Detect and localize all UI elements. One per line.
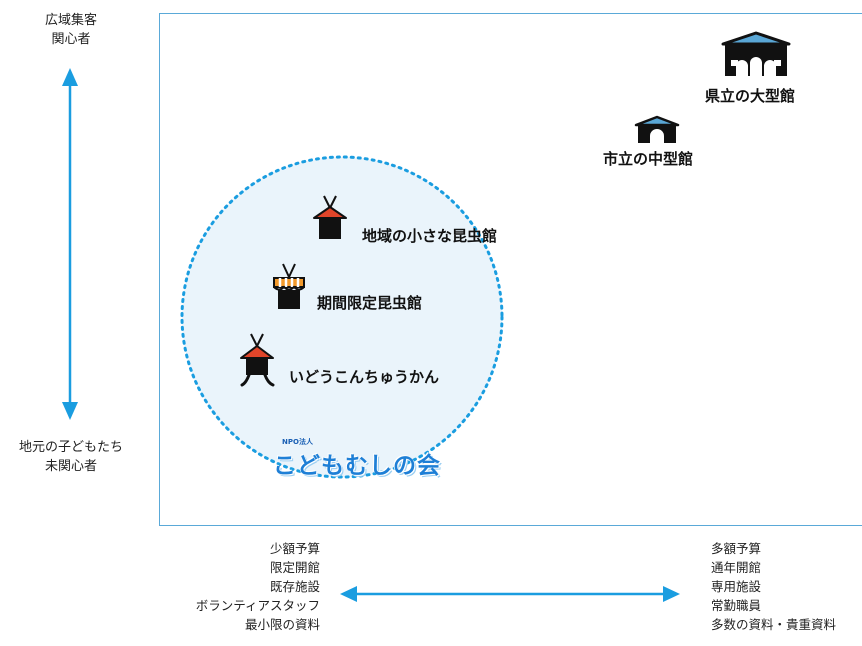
community-region-circle [180,155,504,479]
medium-museum-icon [634,115,680,143]
x-axis-left-item: 最小限の資料 [244,617,320,632]
y-axis-bottom-label: 地元の子どもたち 未関心者 [18,440,123,474]
horizontal-double-arrow [340,586,680,602]
walking-hut-icon [240,333,275,387]
y-axis-top-label: 広域集客 関心者 [44,13,97,47]
x-axis-left-list: 少額予算 限定開館 既存施設 ボランティアスタッフ 最小限の資料 [196,539,320,634]
mobile-museum-label: いどうこんちゅうかん [289,368,440,386]
x-axis-left-item: 限定開館 [269,560,320,575]
x-axis-left-item: 既存施設 [269,579,320,594]
x-axis-right-list: 多額予算 通年開館 専用施設 常勤職員 多数の資料・貴重資料 [711,539,836,634]
tent-icon [273,263,305,309]
local-small-museum-label: 地域の小さな昆虫館 [362,227,498,245]
prefectural-museum-label: 県立の大型館 [705,87,796,105]
x-axis-left-item: 少額予算 [269,541,320,556]
organization-logo: こどもむしの会 [273,453,441,479]
large-museum-icon [721,31,791,76]
limited-museum-label: 期間限定昆虫館 [317,294,423,312]
chart-frame [159,13,862,526]
x-axis-right-item: 多額予算 [711,541,762,556]
x-axis-left-item: ボランティアスタッフ [195,598,320,613]
logo-small-text: NPO法人 [282,438,313,446]
x-axis-right-item: 多数の資料・貴重資料 [711,617,837,632]
small-hut-icon [313,195,347,239]
vertical-double-arrow [62,68,78,420]
city-museum-label: 市立の中型館 [603,150,694,168]
x-axis-right-item: 常勤職員 [711,598,762,613]
x-axis-right-item: 専用施設 [711,579,762,594]
x-axis-right-item: 通年開館 [711,560,762,575]
